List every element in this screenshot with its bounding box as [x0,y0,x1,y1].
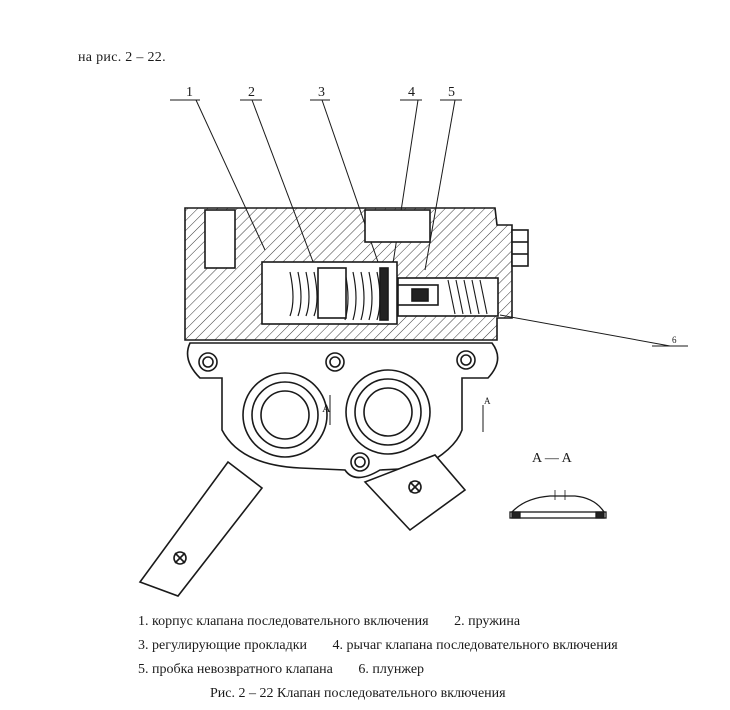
legend-item-1: 1. корпус клапана последовательного вклю… [138,614,429,629]
valve-body-lower [186,342,499,479]
lever-left [138,460,264,597]
callout-4: 4 [408,85,415,100]
intro-text: на рис. 2 – 22. [78,50,166,65]
legend-item-3: 3. регулирующие прокладки [138,638,307,653]
legend-item-2: 2. пружина [454,614,521,629]
legend-row-2: 3. регулирующие прокладки 4. рычаг клапа… [138,638,640,654]
legend-row-1: 1. корпус клапана последовательного вклю… [138,614,542,630]
legend-row-3: 5. пробка невозвратного клапана 6. плунж… [138,662,446,678]
bolt-hole [456,350,476,370]
bolt [511,229,529,267]
figure-caption: Рис. 2 – 22 Клапан последовательного вкл… [210,686,506,701]
spring-left [289,271,318,317]
section-title: A — A [532,451,573,466]
callout-6: 6 [672,335,677,345]
legend-item-6: 6. плунжер [358,662,425,677]
plug-thread [447,279,488,315]
legend-item-5: 5. пробка невозвратного клапана [138,662,333,677]
callout-2: 2 [248,85,255,100]
bolt-hole [325,352,345,372]
port-left [242,372,328,458]
port-right [345,369,431,455]
section-mark-a-right: A [484,396,491,406]
callout-3: 3 [318,85,325,100]
spring-right [344,271,381,321]
valve-drawing: 1 2 3 4 5 6 A A A — A [138,85,688,597]
callout-5: 5 [448,85,455,100]
legend-item-4: 4. рычаг клапана последовательного включ… [332,638,618,653]
section-detail [509,490,607,519]
section-mark-a-left: A [322,401,331,415]
callout-1: 1 [186,85,193,100]
bolt-hole [350,452,370,472]
bolt-hole [198,352,218,372]
